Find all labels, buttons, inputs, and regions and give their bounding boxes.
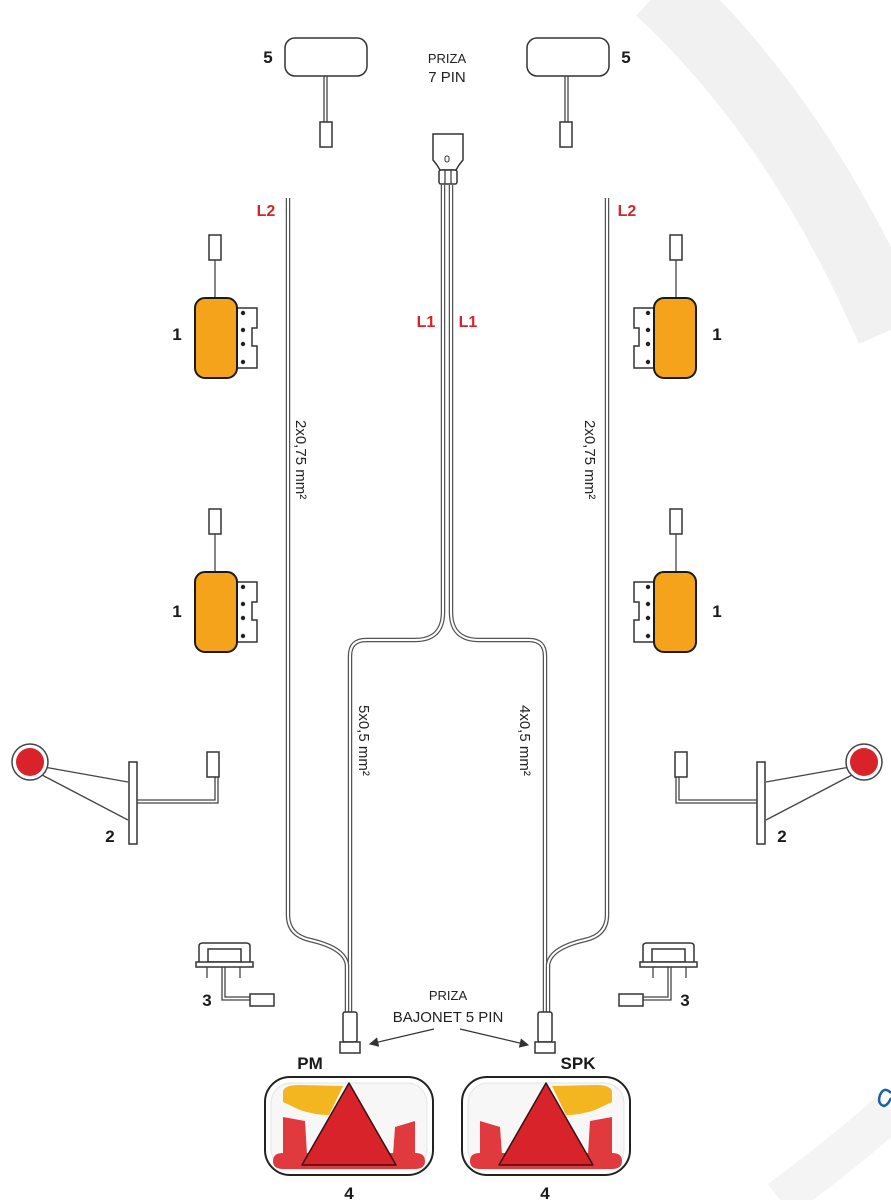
main-harness-wires	[347, 185, 548, 1012]
mirror-lamp-right	[526, 37, 610, 148]
side-marker-left	[11, 743, 220, 845]
l1-label-left: L1	[417, 314, 436, 331]
side-wire-left	[285, 198, 350, 1012]
tail-lamp-label-left: PM	[297, 1054, 323, 1073]
amber-number-right-bottom: 1	[712, 602, 721, 621]
bayonet-connector-right	[534, 1011, 556, 1054]
cable-label-side-right: 2x0,75 mm²	[581, 420, 598, 499]
tail-lamp-right	[461, 1076, 631, 1176]
l2-label-right: L2	[618, 203, 637, 220]
license-lamp-number-left: 3	[202, 991, 211, 1010]
amber-marker-right-bottom	[633, 508, 697, 653]
cable-label-main-left: 5x0,5 mm²	[355, 705, 372, 776]
license-lamp-number-right: 3	[680, 991, 689, 1010]
amber-marker-right-top	[633, 234, 697, 379]
plug-7-pin	[432, 133, 464, 185]
mirror-number-right: 5	[621, 48, 630, 67]
amber-marker-left-top	[194, 234, 258, 379]
tail-lamp-left	[264, 1076, 434, 1176]
tail-lamp-number-right: 4	[540, 1184, 550, 1200]
amber-number-right-top: 1	[712, 325, 721, 344]
plug-7-pin-label-1: PRIZA	[428, 51, 467, 66]
side-marker-number-right: 2	[777, 827, 786, 846]
arrow-left	[368, 1028, 435, 1047]
arrow-right	[459, 1028, 530, 1048]
mirror-number-left: 5	[263, 48, 272, 67]
l1-label-right: L1	[459, 314, 478, 331]
l2-label-left: L2	[257, 203, 276, 220]
bayonet-label-1: PRIZA	[429, 988, 468, 1003]
tail-lamp-label-right: SPK	[561, 1054, 597, 1073]
mirror-lamp-left	[284, 37, 368, 148]
bayonet-connector-left	[339, 1011, 361, 1054]
side-wire-right	[545, 198, 610, 1012]
amber-number-left-top: 1	[172, 325, 181, 344]
cable-label-side-left: 2x0,75 mm²	[292, 420, 309, 499]
amber-number-left-bottom: 1	[172, 602, 181, 621]
cable-label-main-right: 4x0,5 mm²	[516, 705, 533, 776]
background-arc-bottom	[767, 1095, 891, 1200]
plug-7-pin-label-2: 7 PIN	[428, 69, 466, 86]
amber-marker-left-bottom	[194, 508, 258, 653]
side-marker-number-left: 2	[105, 827, 114, 846]
logo-fragment	[877, 1088, 891, 1108]
bayonet-label-2: BAJONET 5 PIN	[393, 1009, 504, 1026]
background-arc	[636, 0, 891, 344]
tail-lamp-number-left: 4	[344, 1184, 354, 1200]
